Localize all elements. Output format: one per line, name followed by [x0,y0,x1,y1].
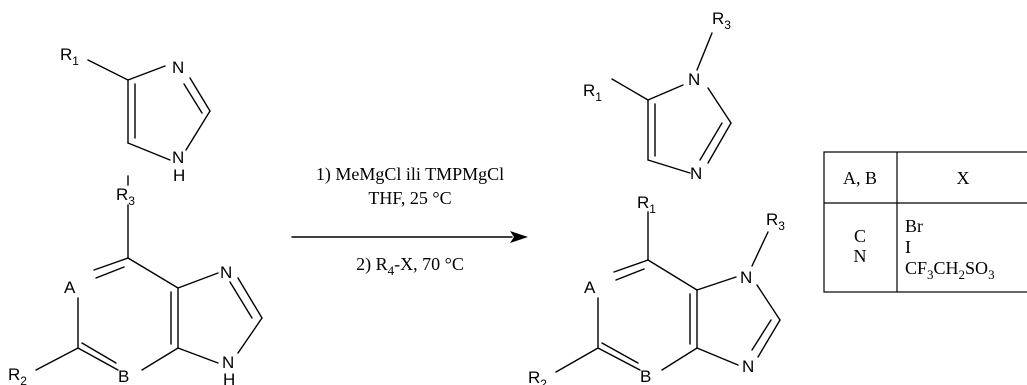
bond [185,110,211,151]
nitrogen-label: N [742,357,754,376]
r1-label: R1 [583,81,602,104]
table-cell: I [905,237,911,257]
r3-label: R3 [712,9,731,32]
nitrogen-label: N [740,268,752,287]
table-border [823,151,1027,293]
bond [647,159,691,174]
r3-label: R3 [116,185,135,208]
bond [35,347,79,371]
reactant-imidazole: R1 N N H [60,45,211,185]
bond [751,319,772,351]
table-cell: N [854,246,867,266]
bond [601,342,639,364]
bond [647,259,698,291]
condition-step-1: 1) MeMgCl ili TMPMgCl [316,164,504,185]
nitrogen-label: N [220,263,232,282]
r2-label: R2 [528,368,547,385]
nitrogen-label: N [688,70,700,89]
bond [615,268,645,281]
nh-hydrogen-label: H [223,370,235,385]
reaction-arrow-head [510,231,528,243]
bond [127,65,166,81]
bond [613,259,649,273]
bond [141,347,179,371]
bond [183,83,203,114]
r3-label: R3 [766,210,785,233]
table-cell: Br [905,216,923,236]
r1-label: R1 [60,45,79,68]
bond [751,231,769,267]
product-imidazole: R1 R3 N N [583,9,732,183]
bond [77,347,119,371]
bond [177,272,219,289]
bond [699,122,723,161]
table-cell: C [854,226,866,246]
condition-step-2: 2) R4-X, 70 °C [356,254,464,278]
bond [707,87,732,124]
bond [127,257,179,289]
condition-solvent: THF, 25 °C [368,188,451,208]
bond [127,142,171,161]
bond [647,84,684,101]
ring-atom-b-label: B [118,367,129,385]
ring-atom-a-label: A [64,278,76,297]
r1-label: R1 [637,193,656,216]
table-header-cell: X [957,168,970,188]
nh-hydrogen-label: H [173,166,185,185]
bond [757,319,781,358]
nitrogen-label: N [690,164,702,183]
reactant-benzimidazole: R3 A B N N H R2 [8,175,263,385]
nh-nitrogen-label: N [222,353,234,372]
bond [707,122,732,164]
bond [93,257,129,271]
r2-label: R2 [8,365,27,385]
bond [661,347,698,371]
bond [177,347,219,364]
bond [81,342,117,364]
bond [87,59,129,81]
bond [696,276,737,291]
bond [696,347,739,366]
nitrogen-label: N [172,58,184,77]
bond [237,277,263,319]
ring-atom-a-label: A [584,278,596,297]
substituent-table: A, B X C N Br I CF3CH2SO3 [823,151,1027,293]
table-cell: CF3CH2SO3 [905,258,995,282]
ring-atom-b-label: B [640,367,651,385]
table-header-cell: A, B [843,168,877,188]
bond [555,347,599,373]
bond [189,77,211,112]
bond [696,32,713,71]
bond [229,281,253,319]
bond [611,78,649,101]
bond [597,347,641,371]
bond [95,266,125,279]
bond [756,284,781,321]
bond [237,317,263,354]
reaction-arrow-group: 1) MeMgCl ili TMPMgCl THF, 25 °C 2) R4-X… [291,164,528,278]
nh-nitrogen-label: N [172,148,184,167]
product-benzimidazole: R1 R3 A B N N R2 [528,193,785,385]
